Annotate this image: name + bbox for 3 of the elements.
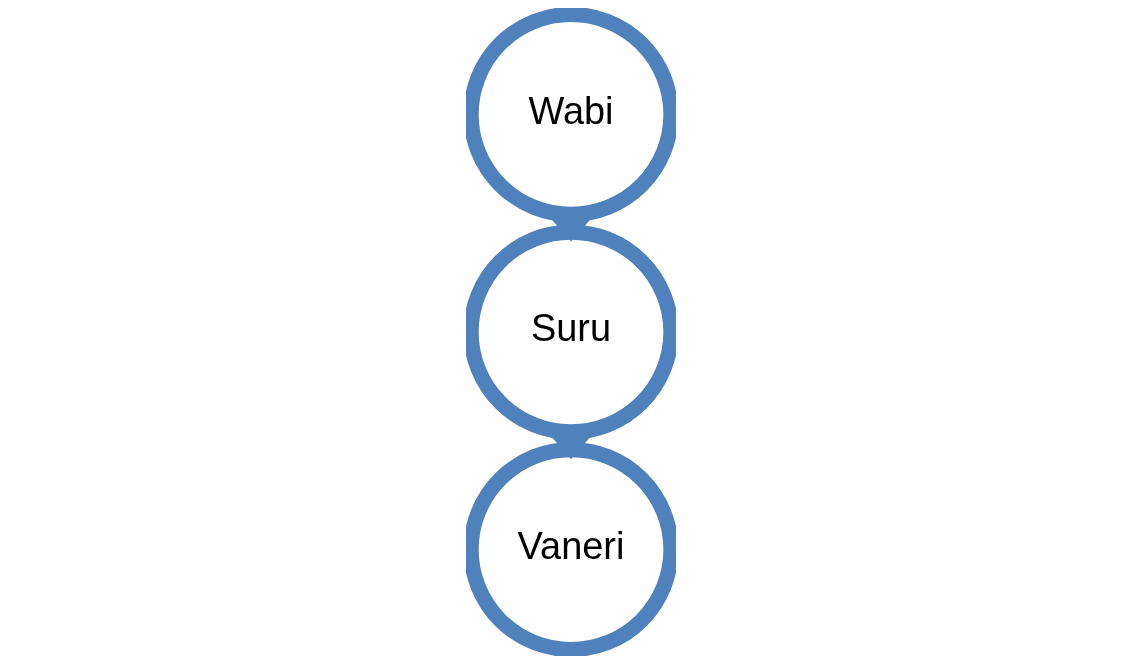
node-circle: Suru (466, 224, 676, 440)
node-circle: Wabi (466, 8, 676, 222)
node-circle: Vaneri (466, 442, 676, 656)
